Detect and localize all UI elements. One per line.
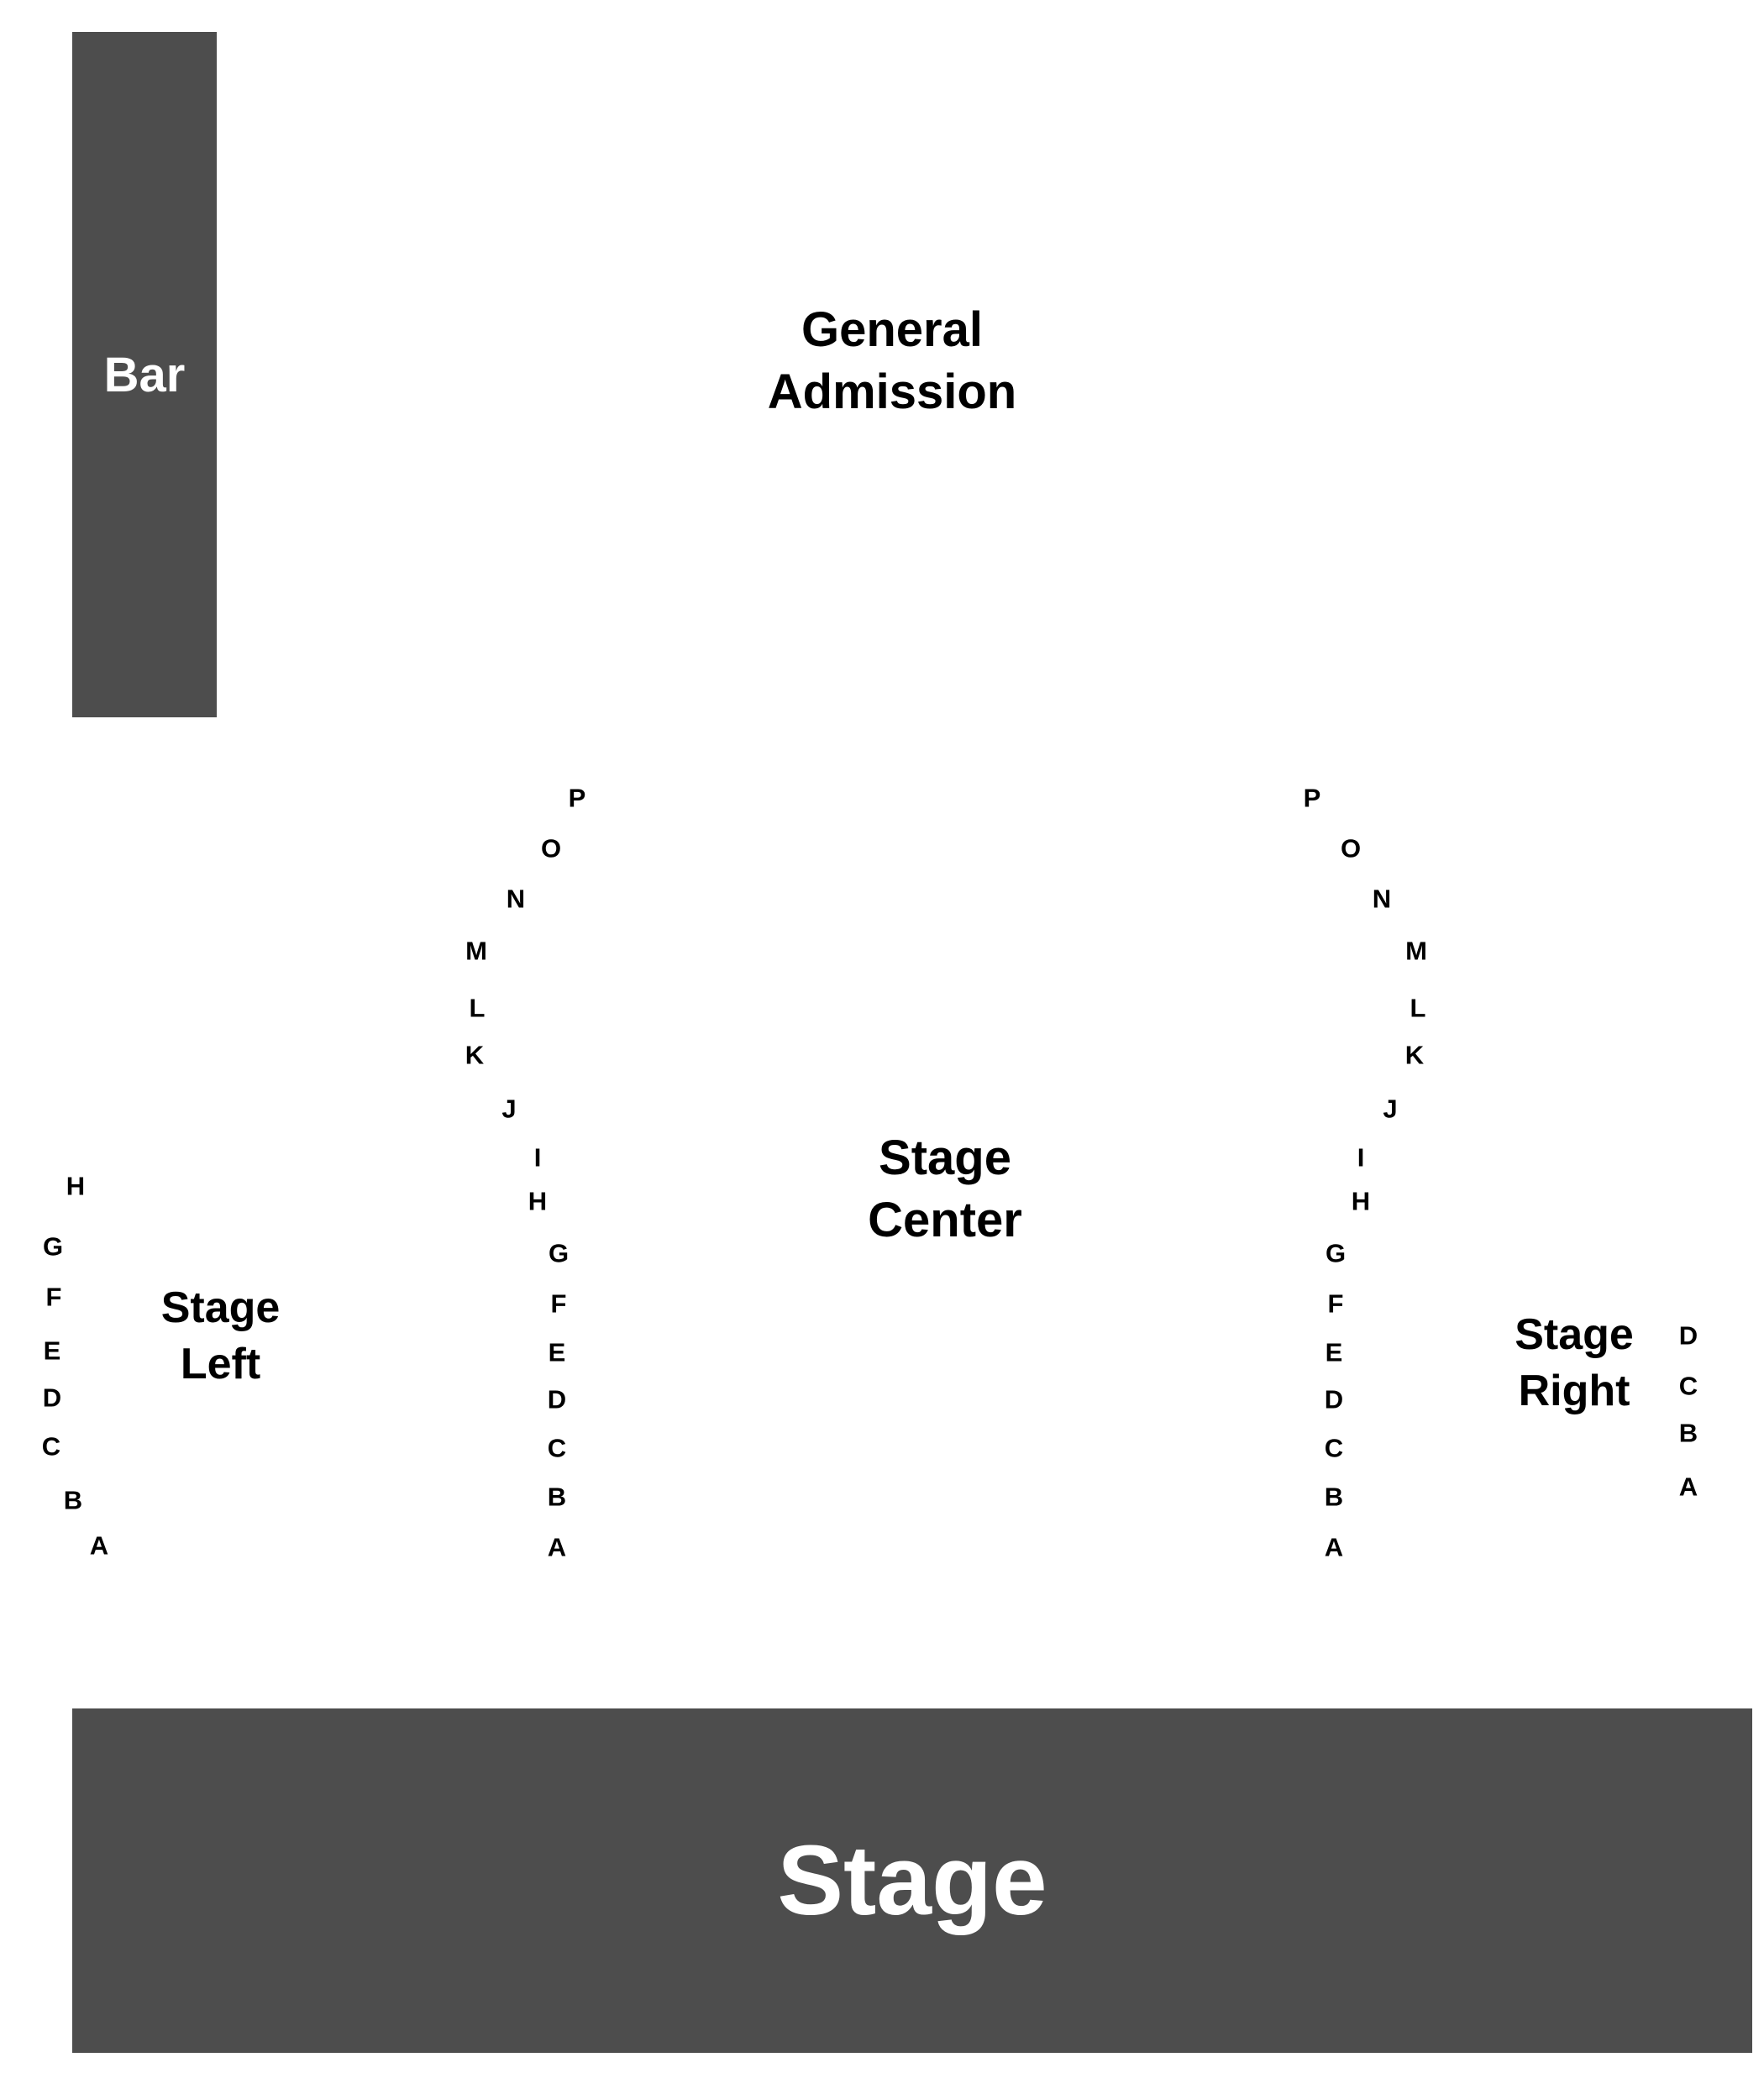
row-label-stage-left-g[interactable]: G <box>42 1231 64 1262</box>
stage-center-section[interactable]: Stage Center <box>806 1127 1084 1252</box>
row-label-stage-left-b[interactable]: B <box>63 1485 83 1515</box>
stage-area: Stage <box>72 1708 1752 2053</box>
bar-area: Bar <box>72 32 217 717</box>
row-label-center-left-j[interactable]: J <box>501 1094 517 1124</box>
row-label-center-right-o[interactable]: O <box>1340 833 1362 863</box>
row-label-center-right-k[interactable]: K <box>1404 1040 1425 1070</box>
row-label-stage-right-b[interactable]: B <box>1678 1418 1698 1448</box>
row-label-stage-left-f[interactable]: F <box>45 1282 62 1312</box>
stage-center-label-line1: Stage <box>879 1131 1011 1185</box>
row-label-stage-right-d[interactable]: D <box>1678 1320 1698 1351</box>
bar-label: Bar <box>103 347 186 402</box>
row-label-center-right-f[interactable]: F <box>1327 1288 1344 1319</box>
row-label-center-right-m[interactable]: M <box>1405 936 1427 966</box>
stage-left-label-line2: Left <box>180 1339 261 1388</box>
stage-right-label-line2: Right <box>1518 1366 1630 1415</box>
stage-left-section[interactable]: Stage Left <box>134 1280 307 1392</box>
row-label-center-right-g[interactable]: G <box>1325 1238 1347 1268</box>
row-label-stage-right-a[interactable]: A <box>1678 1472 1698 1502</box>
row-label-center-right-i[interactable]: I <box>1357 1142 1365 1173</box>
row-label-center-left-k[interactable]: K <box>465 1040 485 1070</box>
row-label-center-left-m[interactable]: M <box>465 936 487 966</box>
row-label-center-right-e[interactable]: E <box>1325 1337 1343 1367</box>
row-label-stage-left-a[interactable]: A <box>89 1530 109 1561</box>
stage-right-label-line1: Stage <box>1515 1310 1634 1359</box>
row-label-center-left-c[interactable]: C <box>547 1433 567 1463</box>
row-label-center-left-i[interactable]: I <box>533 1142 542 1173</box>
row-label-center-right-l[interactable]: L <box>1410 993 1426 1023</box>
row-label-stage-right-c[interactable]: C <box>1678 1371 1698 1401</box>
row-label-center-left-d[interactable]: D <box>547 1384 567 1414</box>
stage-label: Stage <box>777 1825 1047 1936</box>
row-label-stage-left-c[interactable]: C <box>41 1431 61 1462</box>
row-label-center-right-h[interactable]: H <box>1351 1186 1371 1216</box>
row-label-center-left-a[interactable]: A <box>547 1532 567 1562</box>
row-label-center-left-n[interactable]: N <box>506 884 526 914</box>
stage-left-label-line1: Stage <box>160 1283 281 1332</box>
general-admission-label-line2: Admission <box>767 365 1017 420</box>
row-label-center-left-l[interactable]: L <box>469 993 486 1023</box>
stage-center-label-line2: Center <box>868 1193 1022 1248</box>
row-label-stage-left-e[interactable]: E <box>43 1336 61 1366</box>
general-admission-label-line1: General <box>801 302 983 357</box>
row-label-center-left-h[interactable]: H <box>528 1186 548 1216</box>
row-label-center-left-e[interactable]: E <box>548 1337 566 1367</box>
row-label-center-right-p[interactable]: P <box>1303 783 1321 813</box>
row-label-center-left-p[interactable]: P <box>568 783 586 813</box>
stage-right-section[interactable]: Stage Right <box>1485 1307 1663 1419</box>
row-label-stage-left-h[interactable]: H <box>66 1171 86 1201</box>
row-label-center-right-d[interactable]: D <box>1324 1384 1344 1414</box>
row-label-center-left-f[interactable]: F <box>550 1288 567 1319</box>
row-label-stage-left-d[interactable]: D <box>42 1383 62 1413</box>
row-label-center-left-b[interactable]: B <box>547 1482 567 1512</box>
row-label-center-left-g[interactable]: G <box>548 1238 570 1268</box>
general-admission-section[interactable]: General Admission <box>724 299 1060 423</box>
row-label-center-left-o[interactable]: O <box>540 833 562 863</box>
row-label-center-right-j[interactable]: J <box>1383 1094 1398 1124</box>
row-label-center-right-n[interactable]: N <box>1372 884 1392 914</box>
row-label-center-right-b[interactable]: B <box>1324 1482 1344 1512</box>
row-label-center-right-c[interactable]: C <box>1324 1433 1344 1463</box>
row-label-center-right-a[interactable]: A <box>1324 1532 1344 1562</box>
